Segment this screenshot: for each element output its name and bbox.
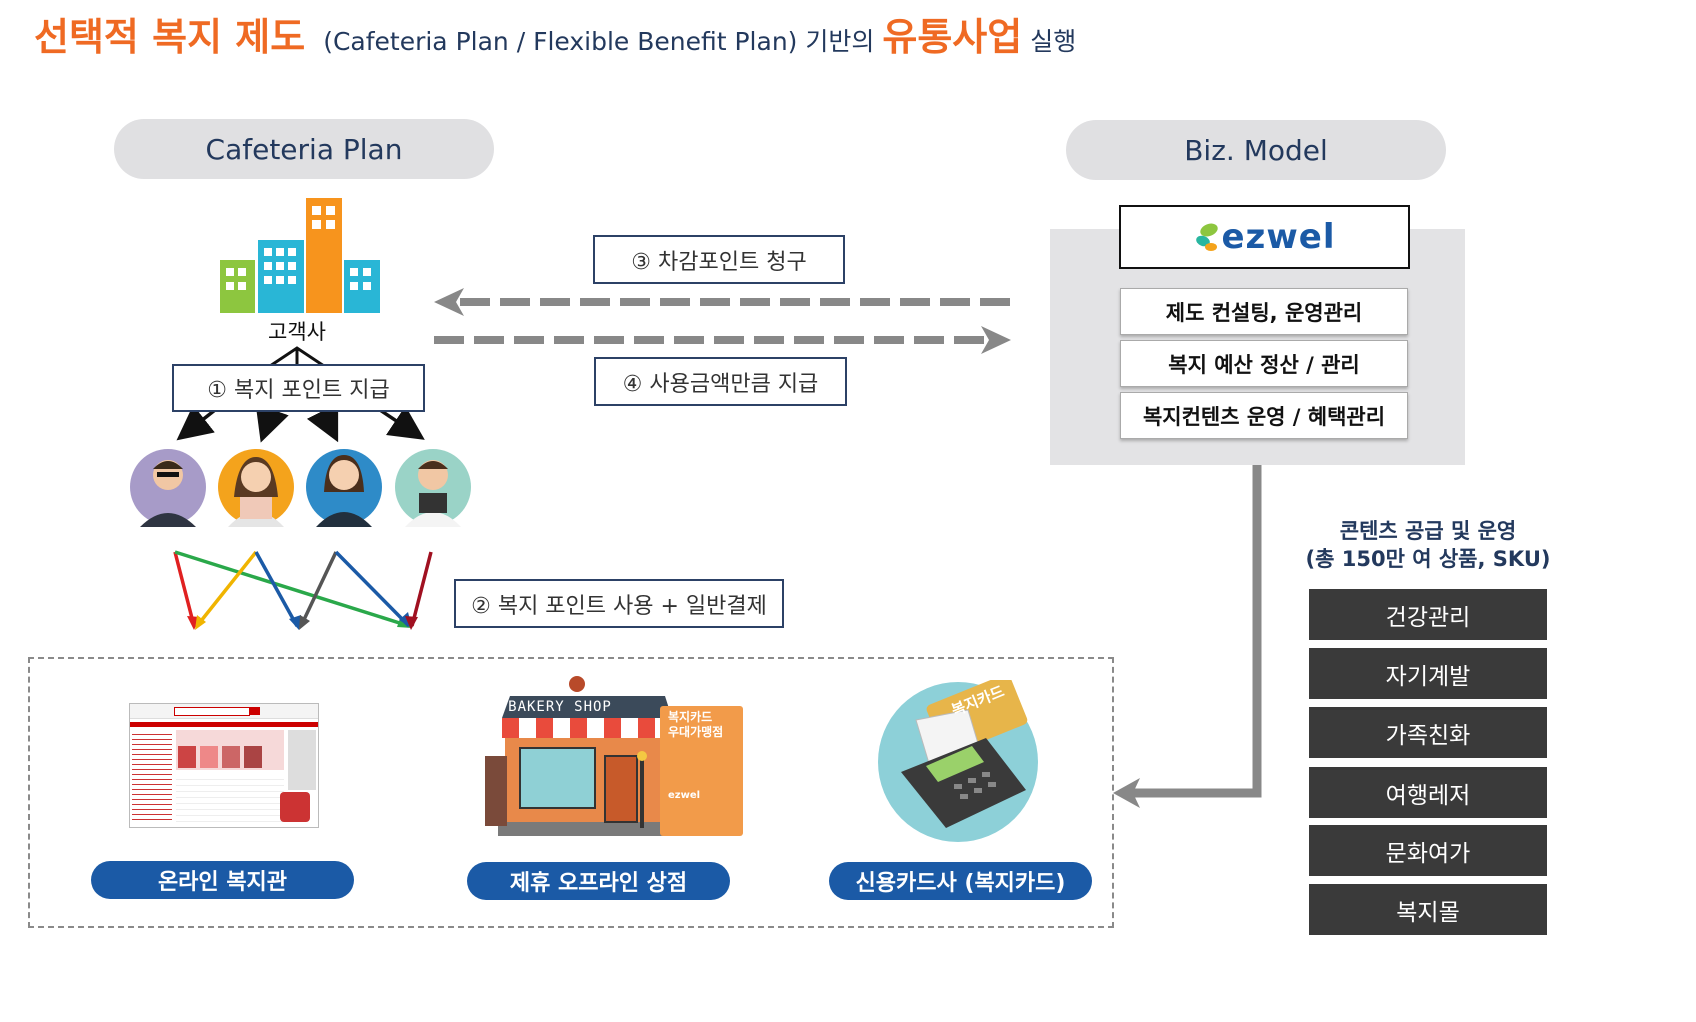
ezwel-logo: ezwel <box>1119 205 1410 269</box>
payment-zigzag <box>173 550 433 630</box>
employee-avatar <box>130 449 206 527</box>
content-supply-line-1: 콘텐츠 공급 및 운영 <box>1339 519 1517 543</box>
payout-arrow-1 <box>176 404 217 441</box>
channels-area <box>28 657 1114 928</box>
leaf-icon <box>1195 223 1218 251</box>
employee-avatar <box>306 449 382 527</box>
employee-avatar <box>395 449 471 527</box>
poster-line-2: 우대가맹점 <box>668 725 724 739</box>
step-1-box: ① 복지 포인트 지급 <box>172 364 425 412</box>
category-culture: 문화여가 <box>1309 825 1547 876</box>
step-2-box: ② 복지 포인트 사용 + 일반결제 <box>454 579 784 628</box>
page-title: 선택적 복지 제도 (Cafeteria Plan / Flexible Ben… <box>34 6 1077 59</box>
shop-poster: 복지카드 우대가맹점 ezwel <box>668 710 738 803</box>
logo-text: ezwel <box>1221 217 1336 257</box>
customer-fork <box>269 346 325 368</box>
poster-brand: ezwel <box>668 790 701 801</box>
step-3-box: ③ 차감포인트 청구 <box>593 235 845 284</box>
channel-credit-card: 신용카드사 (복지카드) <box>829 862 1092 900</box>
title-part-4: 실행 <box>1030 27 1077 56</box>
payout-arrow-3 <box>306 403 339 443</box>
content-supply-line-2: (총 150만 여 상품, SKU) <box>1305 547 1551 571</box>
supply-connector <box>1130 465 1262 798</box>
customer-label: 고객사 <box>268 320 326 344</box>
channel-offline-store: 제휴 오프라인 상점 <box>467 862 730 900</box>
category-welfare-mall: 복지몰 <box>1309 884 1547 935</box>
category-travel: 여행레저 <box>1309 767 1547 818</box>
bakery-shop-icon <box>485 676 743 836</box>
title-part-2: (Cafeteria Plan / Flexible Benefit Plan)… <box>323 27 875 56</box>
employee-avatar <box>218 449 294 527</box>
buildings-icon <box>220 198 380 313</box>
biz-model-header: Biz. Model <box>1066 120 1446 180</box>
title-part-3: 유통사업 <box>882 15 1023 59</box>
cafeteria-plan-header: Cafeteria Plan <box>114 119 494 179</box>
category-self-development: 자기계발 <box>1309 648 1547 699</box>
payout-arrow-4 <box>379 405 425 440</box>
card-terminal-icon <box>878 680 1038 842</box>
poster-line-1: 복지카드 <box>668 710 713 724</box>
payout-arrow-2 <box>255 403 289 443</box>
pay-arrowhead <box>981 326 1011 354</box>
channel-online: 온라인 복지관 <box>91 861 354 899</box>
claim-arrowhead <box>434 288 464 316</box>
service-contents: 복지컨텐츠 운영 / 혜택관리 <box>1120 392 1408 439</box>
content-supply-title: 콘텐츠 공급 및 운영 (총 150만 여 상품, SKU) <box>1300 517 1556 573</box>
category-health: 건강관리 <box>1309 589 1547 640</box>
step-4-box: ④ 사용금액만큼 지급 <box>594 357 847 406</box>
supply-arrowhead <box>1113 778 1140 808</box>
service-consulting: 제도 컨설팅, 운영관리 <box>1120 288 1408 335</box>
title-part-1: 선택적 복지 제도 <box>34 15 306 59</box>
bakery-sign-text: BAKERY SHOP <box>508 699 612 715</box>
category-family: 가족친화 <box>1309 707 1547 758</box>
service-budget: 복지 예산 정산 / 관리 <box>1120 340 1408 387</box>
employees-icons <box>130 449 471 527</box>
online-welfare-screenshot <box>129 703 319 828</box>
